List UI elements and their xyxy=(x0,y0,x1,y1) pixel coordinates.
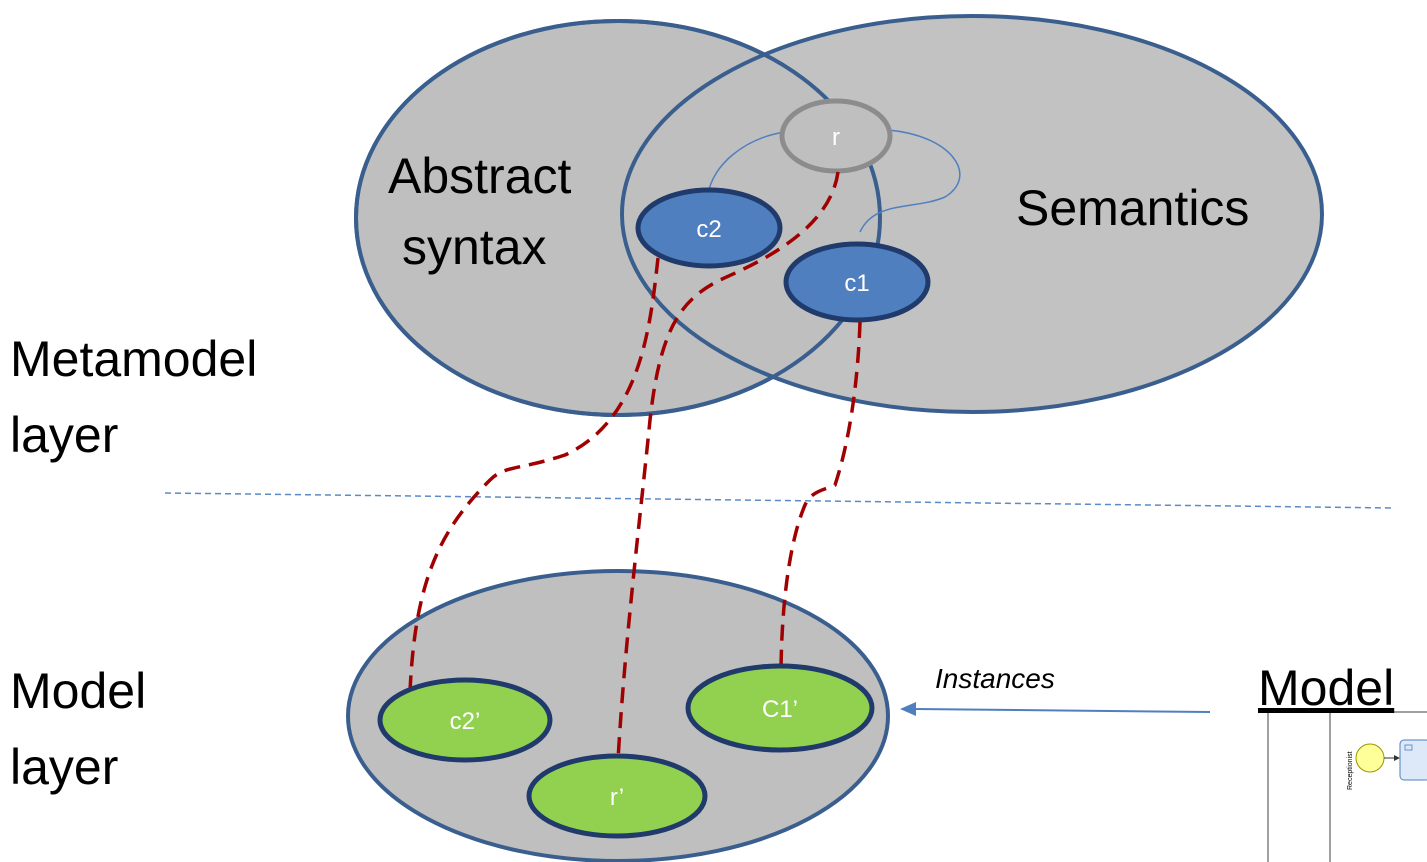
link-c1-to-c1prime xyxy=(779,321,862,669)
metamodel-layer-label-line1: Metamodel xyxy=(10,331,257,387)
link-r-to-rprime xyxy=(616,171,840,761)
instances-arrowhead xyxy=(900,702,916,716)
task-icon xyxy=(1399,739,1427,781)
layer-divider xyxy=(164,492,1396,509)
node-r-label: r xyxy=(832,124,840,151)
node-c1 xyxy=(783,241,931,323)
semantics-label: Semantics xyxy=(1016,180,1249,236)
node-c1-prime-label: C1’ xyxy=(762,696,798,723)
node-c2-prime-label: c2’ xyxy=(450,708,481,735)
node-c2 xyxy=(635,187,783,269)
bpmn-thumbnail xyxy=(1267,711,1427,862)
model-ellipse xyxy=(346,569,890,862)
abstract-syntax-label-line1: Abstract xyxy=(388,148,572,204)
instances-label: Instances xyxy=(935,663,1055,694)
node-r xyxy=(779,98,893,174)
node-r-prime-label: r’ xyxy=(610,784,624,811)
node-c1-label: c1 xyxy=(844,270,869,297)
abstract-syntax-outline xyxy=(354,19,882,417)
model-layer-label-line2: layer xyxy=(10,739,118,795)
node-c2-label: c2 xyxy=(696,216,721,243)
node-r-prime xyxy=(526,753,708,839)
metamodel-layer-label-line2: layer xyxy=(10,407,118,463)
node-c1-prime xyxy=(685,663,875,753)
connector-r-c1 xyxy=(859,129,961,233)
model-heading: Model xyxy=(1258,660,1394,716)
lane-label: Receptionist xyxy=(1347,751,1354,790)
link-c2-to-c2prime xyxy=(408,257,660,693)
abstract-syntax-label-line2: syntax xyxy=(402,219,547,275)
start-event-icon xyxy=(1355,743,1385,773)
node-c2-prime xyxy=(377,677,553,763)
model-layer-label-line1: Model xyxy=(10,663,146,719)
connector-c2-r xyxy=(707,131,786,196)
instances-arrow xyxy=(914,708,1211,713)
